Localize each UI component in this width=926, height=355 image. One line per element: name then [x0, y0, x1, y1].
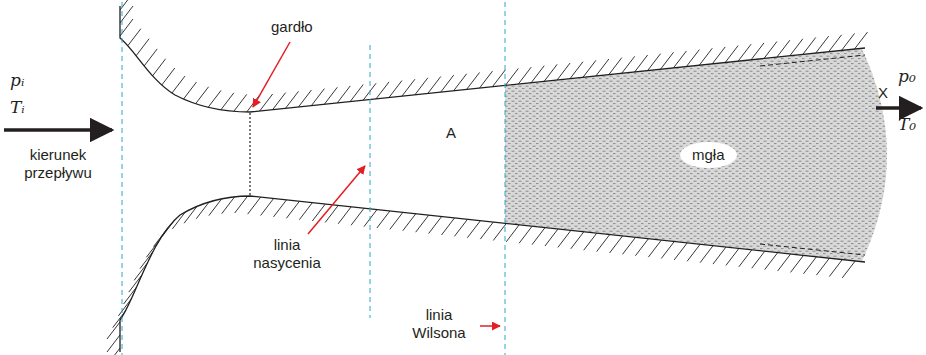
- region-label: A: [446, 124, 456, 142]
- boundary-dashes: [760, 55, 865, 255]
- pointer-arrows: [253, 42, 500, 326]
- outlet-axis-label: X: [878, 84, 888, 102]
- inlet-pressure: pᵢ: [10, 70, 24, 90]
- fog-label: mgła: [680, 142, 737, 168]
- nozzle-wall-top: [120, 6, 865, 112]
- flow-arrow-in: [4, 128, 112, 132]
- wall-hatching: [107, 0, 867, 355]
- saturation-line-label: linia nasycenia: [236, 236, 338, 272]
- throat-line: [249, 113, 250, 195]
- flow-arrow-out: [876, 106, 921, 110]
- flow-direction-label: kierunek przepływu: [2, 146, 114, 182]
- section-lines: [122, 2, 505, 355]
- outlet-temperature: T₀: [898, 114, 916, 134]
- outlet-pressure: p₀: [898, 66, 916, 86]
- inlet-temperature: Tᵢ: [10, 97, 25, 117]
- wilson-line-label: linia Wilsona: [398, 306, 480, 342]
- throat-label: gardło: [268, 18, 316, 36]
- nozzle-wall-bottom: [120, 196, 865, 352]
